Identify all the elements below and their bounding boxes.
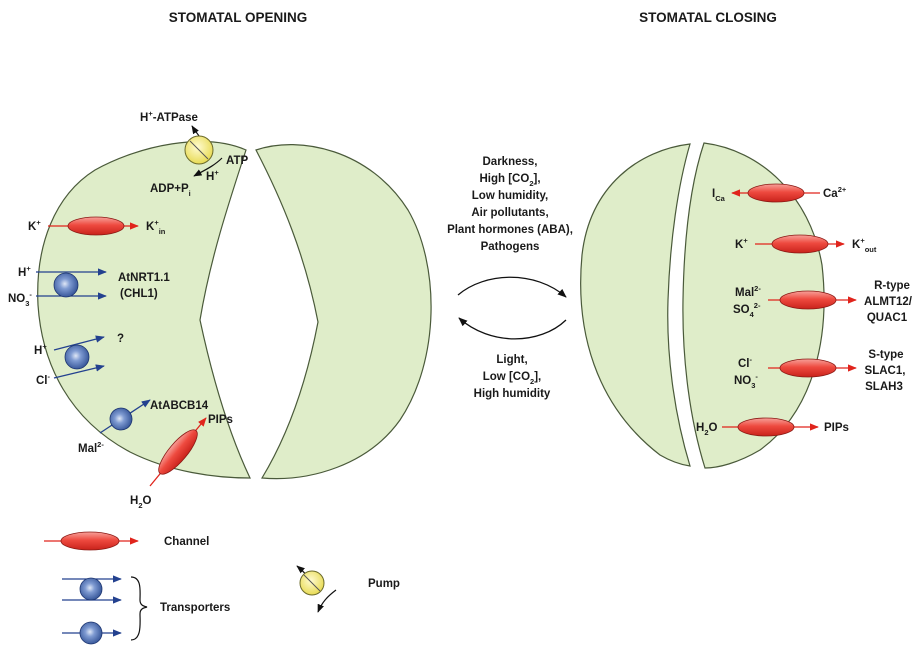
legend-pump-icon xyxy=(300,571,324,595)
ca-channel-icon xyxy=(748,184,804,202)
pump-name: H+-ATPase xyxy=(140,109,198,124)
unknown-cl-label: Cl- xyxy=(36,372,51,387)
ca-label: Ca2+ xyxy=(823,185,847,200)
nrt-name: AtNRT1.1 xyxy=(118,272,170,284)
svg-text:Air pollutants,: Air pollutants, xyxy=(471,207,548,219)
svg-text:Low humidity,: Low humidity, xyxy=(472,190,548,202)
legend-channel-icon xyxy=(61,532,119,550)
unknown-h-label: H+ xyxy=(34,342,47,357)
svg-text:Pathogens: Pathogens xyxy=(481,241,540,253)
cycle-arrow-to-closing xyxy=(458,277,566,297)
pump-icon xyxy=(185,136,213,164)
legend-transporter-icon-2 xyxy=(80,622,102,644)
k-in-left-label: K+ xyxy=(28,218,41,233)
svg-text:Plant hormones (ABA),: Plant hormones (ABA), xyxy=(447,224,573,236)
opening-conditions: Light, Low [CO2], High humidity xyxy=(474,354,551,400)
abcb-name: AtABCB14 xyxy=(150,400,209,412)
legend-transporters-label: Transporters xyxy=(160,602,230,614)
cycle-arrow-to-opening xyxy=(459,318,566,339)
heading-closing: STOMATAL CLOSING xyxy=(639,10,777,25)
closed-guard-cell-left xyxy=(581,144,690,466)
k-out-channel-icon xyxy=(772,235,828,253)
pips-close-channel-icon xyxy=(738,418,794,436)
pump-atp: ATP xyxy=(226,155,248,167)
nrt-name-alt: (CHL1) xyxy=(120,288,158,300)
svg-text:Light,: Light, xyxy=(496,354,527,366)
legend-pump-arrow-in xyxy=(318,590,336,612)
pips-open-h2o: H2O xyxy=(130,495,151,510)
stype-gene1: SLAC1, xyxy=(865,365,906,377)
stype-name: S-type xyxy=(868,349,903,361)
nrt-h-label: H+ xyxy=(18,264,31,279)
svg-text:Darkness,: Darkness, xyxy=(483,156,538,168)
svg-text:Low [CO2],: Low [CO2], xyxy=(483,371,541,386)
unknown-transporter-icon xyxy=(65,345,89,369)
unknown-mark: ? xyxy=(117,333,124,345)
nrt-no3-label: NO3- xyxy=(8,290,32,308)
pips-open-name: PIPs xyxy=(208,414,233,426)
legend-pump-label: Pump xyxy=(368,578,400,590)
stype-gene2: SLAH3 xyxy=(865,381,903,393)
rtype-gene2: QUAC1 xyxy=(867,312,908,324)
k-out-right-label: K+out xyxy=(852,236,877,254)
nrt-transporter-icon xyxy=(54,273,78,297)
heading-opening: STOMATAL OPENING xyxy=(169,10,308,25)
svg-text:High humidity: High humidity xyxy=(474,388,551,400)
pips-close-name: PIPs xyxy=(824,422,849,434)
legend-transporter-brace xyxy=(131,577,147,640)
rtype-name: R-type xyxy=(874,280,910,292)
closing-conditions: Darkness, High [CO2], Low humidity, Air … xyxy=(447,156,573,253)
legend-channel-label: Channel xyxy=(164,536,209,548)
abcb-mal-label: Mal2- xyxy=(78,440,104,455)
open-guard-cell-left xyxy=(38,142,250,478)
stype-channel-icon xyxy=(780,359,836,377)
rtype-channel-icon xyxy=(780,291,836,309)
legend-transporter-icon-1 xyxy=(80,578,102,600)
open-guard-cell-right xyxy=(256,145,431,479)
svg-text:High [CO2],: High [CO2], xyxy=(479,173,540,188)
k-channel-icon xyxy=(68,217,124,235)
rtype-gene1: ALMT12/ xyxy=(864,296,913,308)
